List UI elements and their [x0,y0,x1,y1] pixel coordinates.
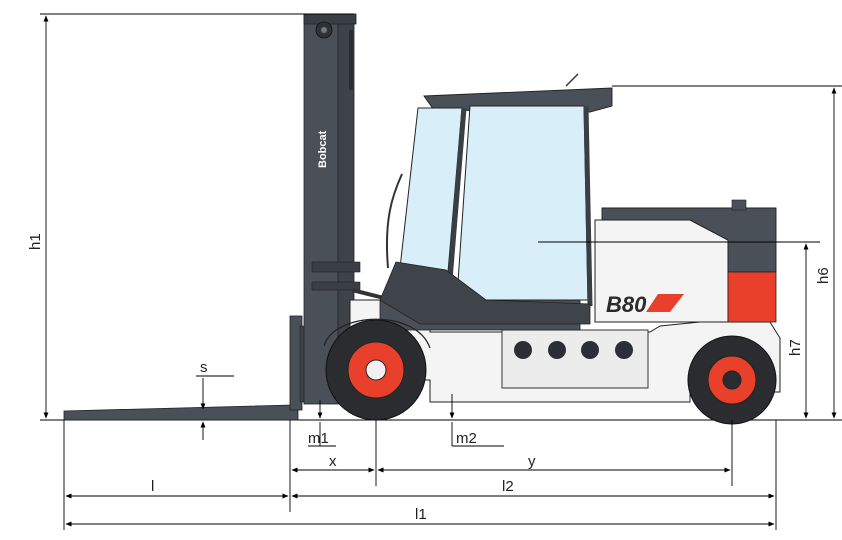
label-h6: h6 [815,267,832,284]
label-s: s [200,359,208,376]
front-fender [323,318,431,349]
cab-pillar-b [583,105,593,307]
rear-wheel-hub [722,370,742,390]
cab-base [379,261,591,325]
rear-top-cap [731,199,747,211]
label-x: x [329,453,337,470]
label-m2: m2 [456,430,477,447]
hydraulic-hose [385,173,403,269]
fork-tine [63,404,299,421]
forklift: Bobcat B80 [63,13,781,425]
label-h7: h7 [787,339,804,356]
vent-hole-2 [548,341,566,359]
label-l1: l1 [415,506,427,523]
mast-brand-text: Bobcat [317,130,329,168]
vent-hole-3 [581,341,599,359]
rear-red-accent [727,271,777,323]
dimensions: h1 h6 h7 s m1 m2 x y [27,13,842,530]
mast-pulley-hub [321,27,327,33]
cab-glass-door [457,105,589,301]
roof-antenna [565,73,579,87]
model-badge: B80 [606,292,647,317]
mast-crossbar-low [311,281,361,291]
front-wheel [325,319,427,421]
mast-top-crossbar [303,13,357,25]
label-y: y [528,453,536,470]
rear-wheel [687,335,777,425]
battery-panel [501,329,649,389]
label-l: l [151,478,154,495]
front-wheel-hub [365,359,387,381]
label-m1: m1 [308,430,329,447]
counterweight-dark [601,207,777,273]
mast-outer [303,13,343,405]
lift-chain [349,30,353,90]
mast-crossbar-mid [311,261,361,273]
cab-pillar-a [447,107,467,281]
vent-hole-1 [514,341,532,359]
vent-hole-4 [615,341,633,359]
model-badge-red-swoosh [646,294,684,312]
label-l2: l2 [502,478,514,495]
label-h1: h1 [27,233,44,250]
